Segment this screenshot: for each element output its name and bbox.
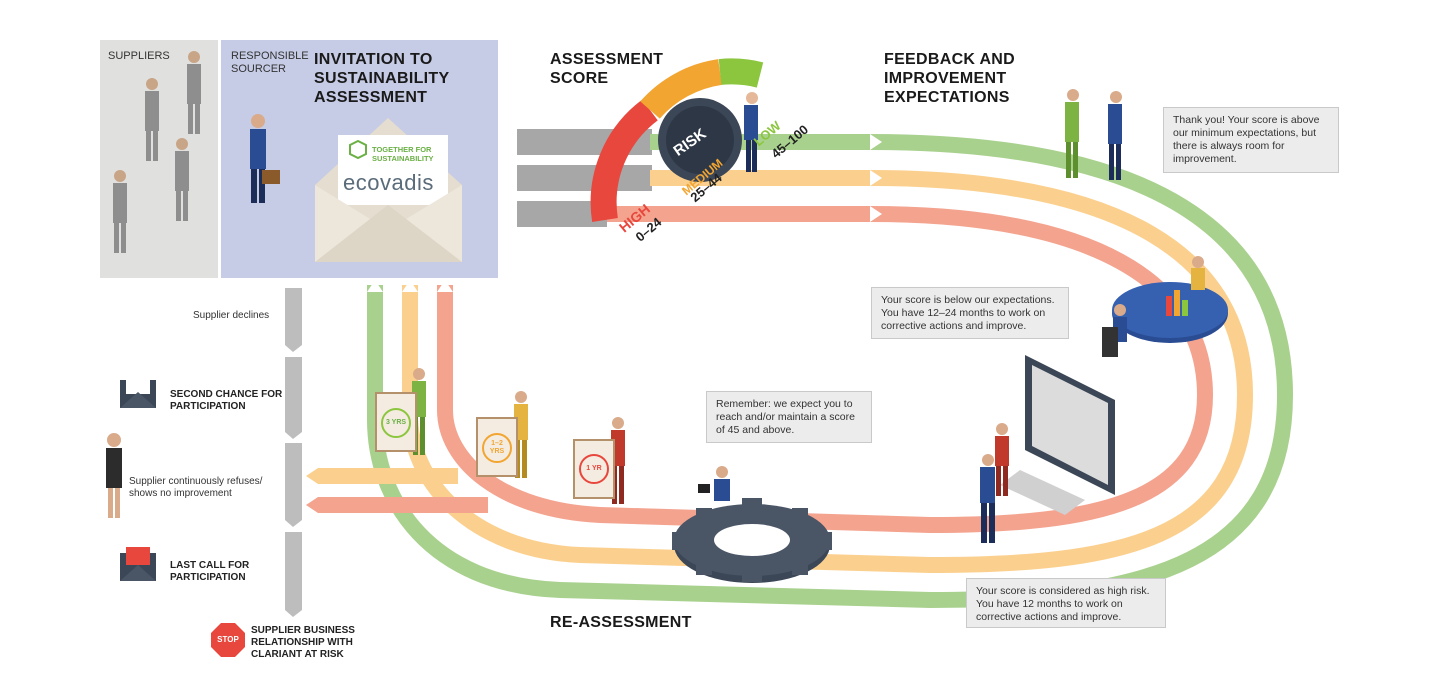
risk-gauge	[590, 58, 764, 222]
last-call-text: LAST CALL FOR PARTICIPATION	[170, 560, 250, 583]
sign-green-text: 3 YRS	[385, 419, 407, 426]
at-risk-text: SUPPLIER BUSINESS RELATIONSHIP WITH CLAR…	[251, 625, 355, 660]
supplier-refuses-text: Supplier continuously refuses/ shows no …	[129, 476, 263, 499]
invitation-title: INVITATION TO SUSTAINABILITY ASSESSMENT	[314, 51, 450, 106]
bubble-medium-score: Your score is below our expectations. Yo…	[871, 287, 1069, 339]
orange-loop	[402, 170, 1254, 574]
supplier-declines-text: Supplier declines	[193, 310, 270, 321]
suppliers-label: SUPPLIERS	[108, 50, 170, 62]
escalation-column	[106, 288, 302, 657]
handshake-figures	[1065, 89, 1122, 180]
assessment-score-heading: ASSESSMENT SCORE	[550, 51, 664, 87]
meeting-table	[1102, 256, 1228, 357]
sign-holders	[375, 368, 625, 504]
bubble-low-score: Thank you! Your score is above our minim…	[1163, 107, 1339, 173]
grey-bar-mid	[517, 165, 652, 191]
bubble-reassessment: Remember: we expect you to reach and/or …	[706, 391, 872, 443]
sourcer-figure	[250, 114, 280, 203]
gauge-person	[744, 92, 758, 172]
invitation-envelope	[315, 118, 462, 262]
envelope-tagline: TOGETHER FOR SUSTAINABILITY	[372, 145, 434, 163]
orange-exit-line	[318, 468, 458, 484]
green-loop	[367, 134, 1294, 609]
feedback-heading: FEEDBACK AND IMPROVEMENT EXPECTATIONS	[884, 51, 1016, 106]
bubble-high-score: Your score is considered as high risk. Y…	[966, 578, 1166, 628]
ecovadis-logo: ecovadis	[343, 170, 434, 195]
sourcer-label: RESPONSIBLE SOURCER	[231, 50, 309, 75]
second-chance-text: SECOND CHANCE FOR PARTICIPATION	[170, 389, 283, 412]
sign-red-text: 1 YR	[586, 465, 602, 472]
computer-monitor	[980, 355, 1115, 543]
gear	[672, 466, 832, 583]
red-loop	[437, 206, 1214, 534]
sign-orange-text: 1–2 YRS	[489, 440, 505, 455]
red-exit-line	[318, 497, 488, 513]
reassessment-heading: RE-ASSESSMENT	[550, 614, 692, 631]
supplier-figures	[113, 51, 201, 253]
stop-sign-text: STOP	[217, 635, 239, 644]
